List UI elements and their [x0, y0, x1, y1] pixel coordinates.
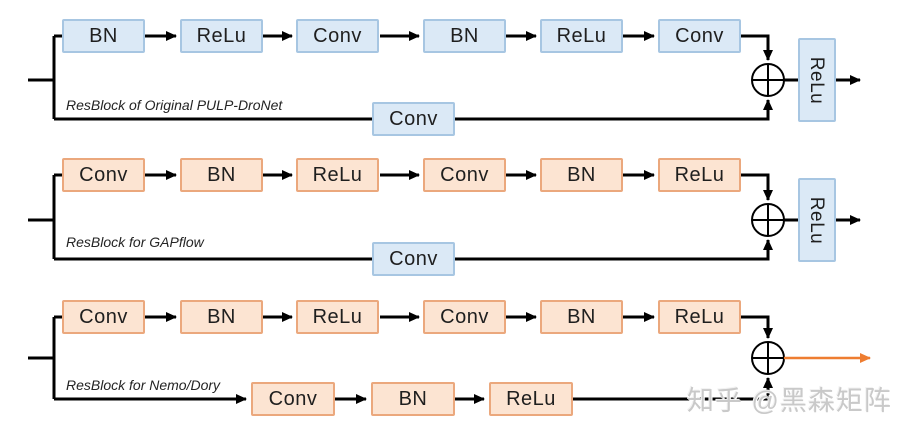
row1-skip-to-merge — [455, 99, 773, 121]
row1-merge-circle-plus-icon — [751, 63, 785, 97]
node-relu-box: ReLu — [489, 382, 573, 416]
node-label: BN — [567, 306, 596, 328]
node-conv-box: Conv — [423, 300, 506, 334]
node-relu-box: ReLu — [540, 19, 623, 53]
row1-elbow-to-merge — [741, 34, 773, 61]
node-label: BN — [207, 306, 236, 328]
node-label: Conv — [440, 164, 489, 186]
node-label: BN — [567, 164, 596, 186]
node-conv-box: Conv — [423, 158, 506, 192]
row2-wires — [28, 170, 861, 261]
node-label: Conv — [389, 248, 438, 270]
node-bn-box: BN — [371, 382, 455, 416]
row3-trunk — [52, 315, 63, 399]
node-label: Conv — [389, 108, 438, 130]
node-label: BN — [398, 388, 428, 410]
node-bn-box: BN — [180, 300, 263, 334]
node-label: ReLu — [674, 164, 725, 186]
node-label: ReLu — [312, 164, 363, 186]
node-label: Conv — [440, 306, 489, 328]
node-conv-box: Conv — [658, 19, 741, 53]
row3-merge-circle-plus-icon — [751, 341, 785, 375]
node-conv-box: Conv — [62, 158, 145, 192]
node-conv-box: Conv — [251, 382, 335, 416]
row2-output-relu-label: ReLu — [806, 196, 828, 244]
node-relu-box: ReLu — [658, 300, 741, 334]
node-label: ReLu — [674, 306, 725, 328]
row2-trunk — [52, 173, 372, 261]
node-relu-box: ReLu — [296, 300, 379, 334]
node-label: ReLu — [556, 25, 607, 47]
row1-wires — [28, 31, 861, 121]
node-bn-box: BN — [423, 19, 506, 53]
node-label: BN — [450, 25, 479, 47]
node-label: ReLu — [312, 306, 363, 328]
row2-elbow-to-merge — [741, 173, 773, 201]
row3-caption: ResBlock for Nemo/Dory — [66, 377, 221, 393]
node-relu-box: ReLu — [658, 158, 741, 192]
row1-output-relu-label: ReLu — [806, 56, 828, 104]
row2-skip-to-merge — [455, 239, 773, 261]
row1-trunk — [52, 34, 372, 121]
row2-merge-circle-plus-icon — [751, 203, 785, 237]
node-conv-box: Conv — [62, 300, 145, 334]
row3-skip-to-merge — [573, 377, 773, 401]
node-relu-box: ReLu — [296, 158, 379, 192]
node-bn-box: BN — [540, 158, 623, 192]
node-conv-box: Conv — [372, 102, 455, 136]
node-label: Conv — [268, 388, 318, 410]
node-relu-box: ReLu — [180, 19, 263, 53]
zhihu-watermark: 知乎 @黑森矩阵 — [687, 386, 892, 416]
node-label: ReLu — [196, 25, 247, 47]
node-label: Conv — [675, 25, 724, 47]
node-label: Conv — [79, 164, 128, 186]
node-bn-box: BN — [540, 300, 623, 334]
row2-output-relu-box: ReLu — [798, 178, 836, 262]
node-label: Conv — [313, 25, 362, 47]
node-label: Conv — [79, 306, 128, 328]
node-bn-box: BN — [180, 158, 263, 192]
node-conv-box: Conv — [296, 19, 379, 53]
node-label: BN — [207, 164, 236, 186]
node-label: ReLu — [506, 388, 556, 410]
row2-caption: ResBlock for GAPflow — [66, 234, 204, 250]
node-conv-box: Conv — [372, 242, 455, 276]
node-bn-box: BN — [62, 19, 145, 53]
row1-caption: ResBlock of Original PULP-DroNet — [66, 97, 283, 113]
row1-output-relu-box: ReLu — [798, 38, 836, 122]
node-label: BN — [89, 25, 118, 47]
row3-elbow-to-merge — [741, 315, 773, 339]
row3-wires — [28, 312, 773, 404]
